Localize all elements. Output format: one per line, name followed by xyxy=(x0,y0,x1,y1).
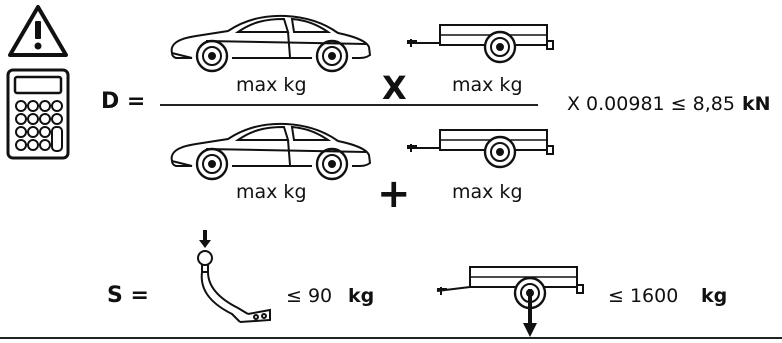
trailer-limit: ≤ 1600 xyxy=(608,285,679,307)
fraction-line xyxy=(160,104,538,106)
towball-limit: ≤ 90 xyxy=(286,285,333,307)
car-icon xyxy=(170,122,372,181)
bottom-right-caption: max kg xyxy=(452,181,523,203)
trailer-unit: kg xyxy=(701,285,728,307)
top-right-caption: max kg xyxy=(452,74,523,96)
bottom-left-caption: max kg xyxy=(236,181,307,203)
warning-icon xyxy=(8,5,68,57)
trailer-icon xyxy=(407,129,554,169)
unit-kn: kN xyxy=(742,93,771,115)
top-left-caption: max kg xyxy=(236,74,307,96)
d-label: D = xyxy=(101,89,146,114)
bottom-rule xyxy=(0,337,782,339)
trailer-icon xyxy=(407,24,554,64)
multiply-operator: X xyxy=(382,69,407,107)
factor-text: X 0.00981 ≤ 8,85 xyxy=(567,93,735,115)
trailer-icon xyxy=(436,266,584,337)
car-icon xyxy=(170,14,372,73)
calculator-icon xyxy=(6,68,70,160)
towball-unit: kg xyxy=(348,285,375,307)
s-label: S = xyxy=(107,283,149,308)
plus-operator: + xyxy=(377,171,411,217)
down-arrow-icon xyxy=(523,289,537,337)
towball-icon xyxy=(197,230,271,323)
